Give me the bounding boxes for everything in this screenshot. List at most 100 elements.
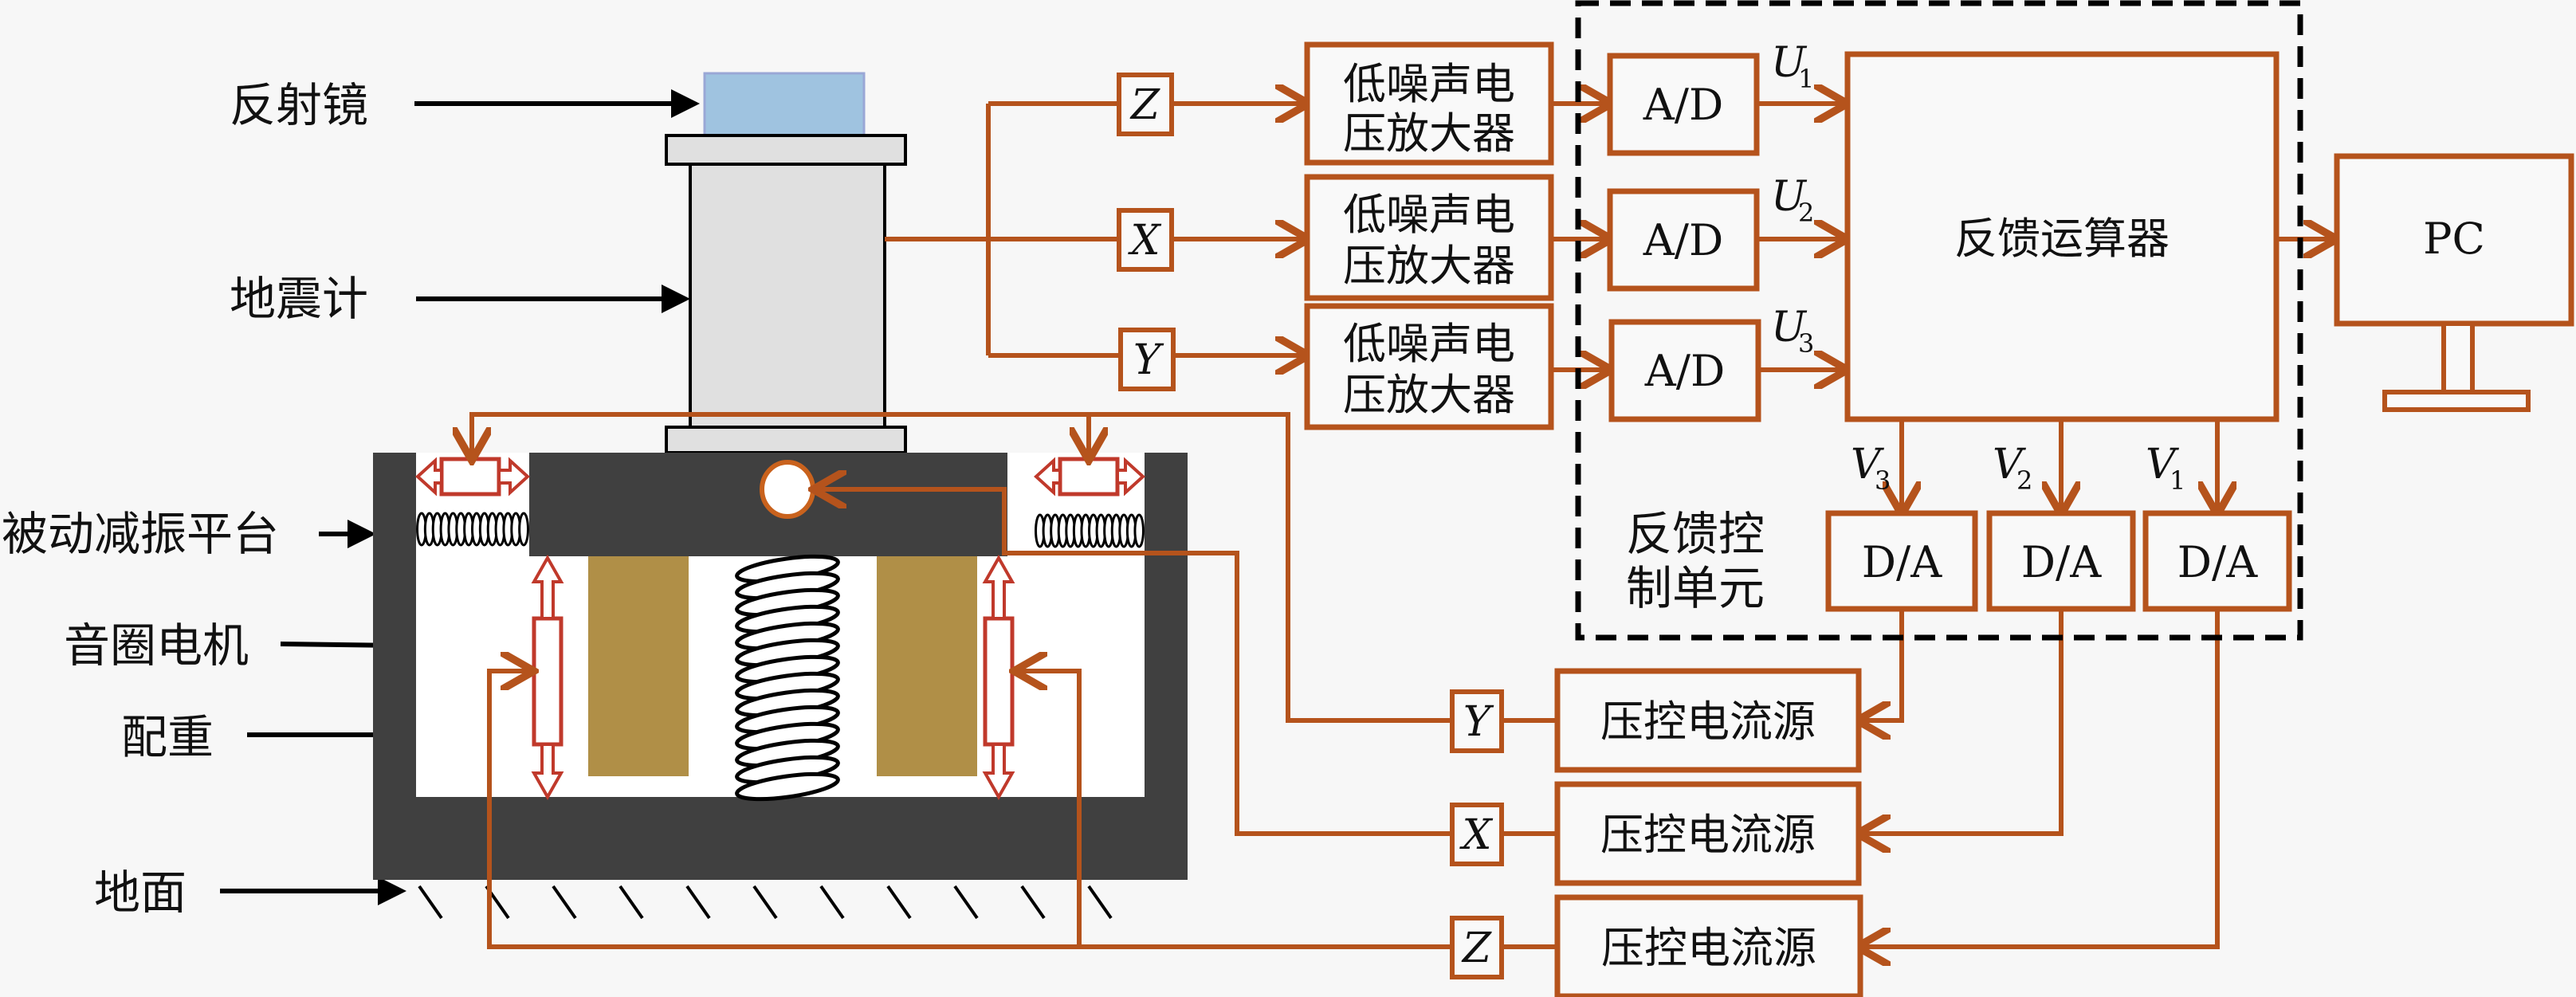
seismometer-body bbox=[689, 163, 886, 429]
label-counterweight: 配重 bbox=[121, 710, 214, 764]
svg-text:A/D: A/D bbox=[1643, 215, 1724, 265]
signal-v3: V 3 bbox=[1851, 441, 1891, 496]
signal-v2: V 2 bbox=[1993, 441, 2032, 496]
signal-u3: U 3 bbox=[1771, 304, 1814, 359]
ground-hatch-line bbox=[685, 885, 711, 920]
ground-hatch-line bbox=[953, 885, 979, 920]
current-source-y: 压控电流源 bbox=[1554, 668, 1862, 773]
counterweight-left bbox=[588, 556, 689, 776]
axis-tag-z-top: Z bbox=[1117, 73, 1174, 136]
adc-3: A/D bbox=[1608, 319, 1761, 422]
axis-tag-x-top: X bbox=[1117, 208, 1174, 272]
svg-text:压控电流源: 压控电流源 bbox=[1600, 697, 1816, 747]
svg-text:A/D: A/D bbox=[1643, 80, 1724, 130]
wire-y-to-top-coils bbox=[472, 412, 1452, 723]
axis-tag-y-top: Y bbox=[1118, 328, 1176, 391]
mirror bbox=[703, 72, 866, 139]
svg-text:压放大器: 压放大器 bbox=[1343, 370, 1515, 420]
label-seismometer: 地震计 bbox=[230, 272, 368, 326]
svg-text:D/A: D/A bbox=[2021, 537, 2102, 587]
spring-coil bbox=[518, 512, 529, 547]
svg-text:X: X bbox=[1459, 811, 1493, 859]
ground-hatch-line bbox=[886, 885, 912, 920]
label-voice-coil-motor: 音圈电机 bbox=[64, 618, 249, 673]
wire-da1-cs-z bbox=[1862, 609, 2220, 947]
label-passive-platform: 被动减振平台 bbox=[2, 507, 279, 561]
svg-text:U: U bbox=[1771, 39, 1808, 87]
axis-tag-z-bottom: Z bbox=[1450, 916, 1504, 979]
wire-z-to-right-vertical-coil bbox=[1019, 671, 1082, 947]
ground-hatch bbox=[418, 885, 1113, 920]
svg-text:压控电流源: 压控电流源 bbox=[1601, 923, 1816, 973]
axis-tag-y-bottom: Y bbox=[1450, 689, 1504, 753]
axis-tag-x-bottom: X bbox=[1450, 803, 1504, 866]
dac-3: D/A bbox=[1825, 510, 1978, 612]
svg-text:Y: Y bbox=[1133, 336, 1164, 384]
adc-2: A/D bbox=[1607, 188, 1760, 292]
ground-hatch-line bbox=[819, 885, 845, 920]
vertical-voice-coil-left bbox=[531, 554, 564, 801]
wire-da3-cs-y bbox=[1862, 609, 1904, 720]
svg-text:低噪声电: 低噪声电 bbox=[1343, 59, 1515, 109]
amplifier-y: 低噪声电 压放大器 bbox=[1304, 303, 1554, 430]
svg-text:U: U bbox=[1771, 304, 1808, 351]
control-unit-label-line2: 制单元 bbox=[1626, 561, 1765, 615]
horizontal-voice-coil-left bbox=[415, 457, 530, 497]
signal-u2: U 2 bbox=[1771, 173, 1814, 228]
svg-text:X: X bbox=[1127, 217, 1161, 265]
svg-text:低噪声电: 低噪声电 bbox=[1343, 190, 1515, 240]
current-source-z: 压控电流源 bbox=[1554, 894, 1863, 997]
svg-text:1: 1 bbox=[2170, 465, 2185, 496]
vertical-voice-coil-right bbox=[982, 554, 1015, 801]
central-vertical-spring bbox=[735, 554, 840, 802]
svg-text:2: 2 bbox=[1798, 198, 1814, 228]
adc-1: A/D bbox=[1607, 53, 1760, 156]
seismometer-base bbox=[665, 426, 907, 454]
svg-text:A/D: A/D bbox=[1644, 346, 1726, 396]
amplifier-z: 低噪声电 压放大器 bbox=[1304, 41, 1554, 166]
svg-text:U: U bbox=[1771, 173, 1808, 221]
feedback-processor: 反馈运算器 bbox=[1844, 51, 2280, 422]
spring-coil bbox=[1133, 513, 1145, 548]
label-mirror: 反射镜 bbox=[230, 78, 368, 132]
counterweight-right bbox=[877, 556, 977, 776]
platform-frame bbox=[373, 453, 1188, 880]
horizontal-voice-coil-right bbox=[1034, 457, 1145, 497]
ground-hatch-line bbox=[418, 885, 443, 920]
wire-x-to-center-coil bbox=[818, 489, 1452, 836]
svg-text:反馈运算器: 反馈运算器 bbox=[1954, 214, 2170, 264]
svg-text:Z: Z bbox=[1129, 81, 1160, 129]
ground-hatch-line bbox=[1087, 885, 1113, 920]
dac-2: D/A bbox=[1986, 510, 2136, 612]
seismometer-top-cap bbox=[665, 134, 907, 166]
svg-text:Y: Y bbox=[1463, 698, 1494, 746]
svg-text:Z: Z bbox=[1461, 924, 1492, 972]
svg-text:3: 3 bbox=[1875, 465, 1891, 496]
signal-v1: V 1 bbox=[2146, 441, 2185, 496]
svg-text:压放大器: 压放大器 bbox=[1343, 241, 1515, 291]
svg-text:D/A: D/A bbox=[2177, 537, 2258, 587]
ground-hatch-line bbox=[618, 885, 644, 920]
svg-text:D/A: D/A bbox=[1862, 537, 1942, 587]
wire-da2-cs-x bbox=[1862, 609, 2064, 834]
svg-text:PC: PC bbox=[2423, 214, 2485, 264]
dac-1: D/A bbox=[2142, 510, 2292, 612]
signal-u1: U 1 bbox=[1771, 39, 1814, 94]
wire-z-to-vertical-coils bbox=[487, 671, 1452, 949]
ground-hatch-line bbox=[1020, 885, 1046, 920]
svg-text:压放大器: 压放大器 bbox=[1343, 108, 1515, 159]
svg-text:2: 2 bbox=[2016, 465, 2032, 496]
svg-text:1: 1 bbox=[1798, 64, 1814, 94]
svg-text:V: V bbox=[1851, 441, 1884, 489]
label-ground: 地面 bbox=[94, 866, 187, 920]
pc-monitor: PC bbox=[2334, 153, 2574, 412]
svg-text:V: V bbox=[2146, 441, 2179, 489]
ground-hatch-line bbox=[552, 885, 577, 920]
svg-text:低噪声电: 低噪声电 bbox=[1343, 319, 1515, 369]
feedback-control-unit-border bbox=[1575, 0, 2303, 641]
svg-text:压控电流源: 压控电流源 bbox=[1600, 810, 1816, 860]
center-voice-coil bbox=[760, 460, 815, 519]
svg-text:3: 3 bbox=[1798, 328, 1814, 359]
svg-text:V: V bbox=[1993, 441, 2026, 489]
